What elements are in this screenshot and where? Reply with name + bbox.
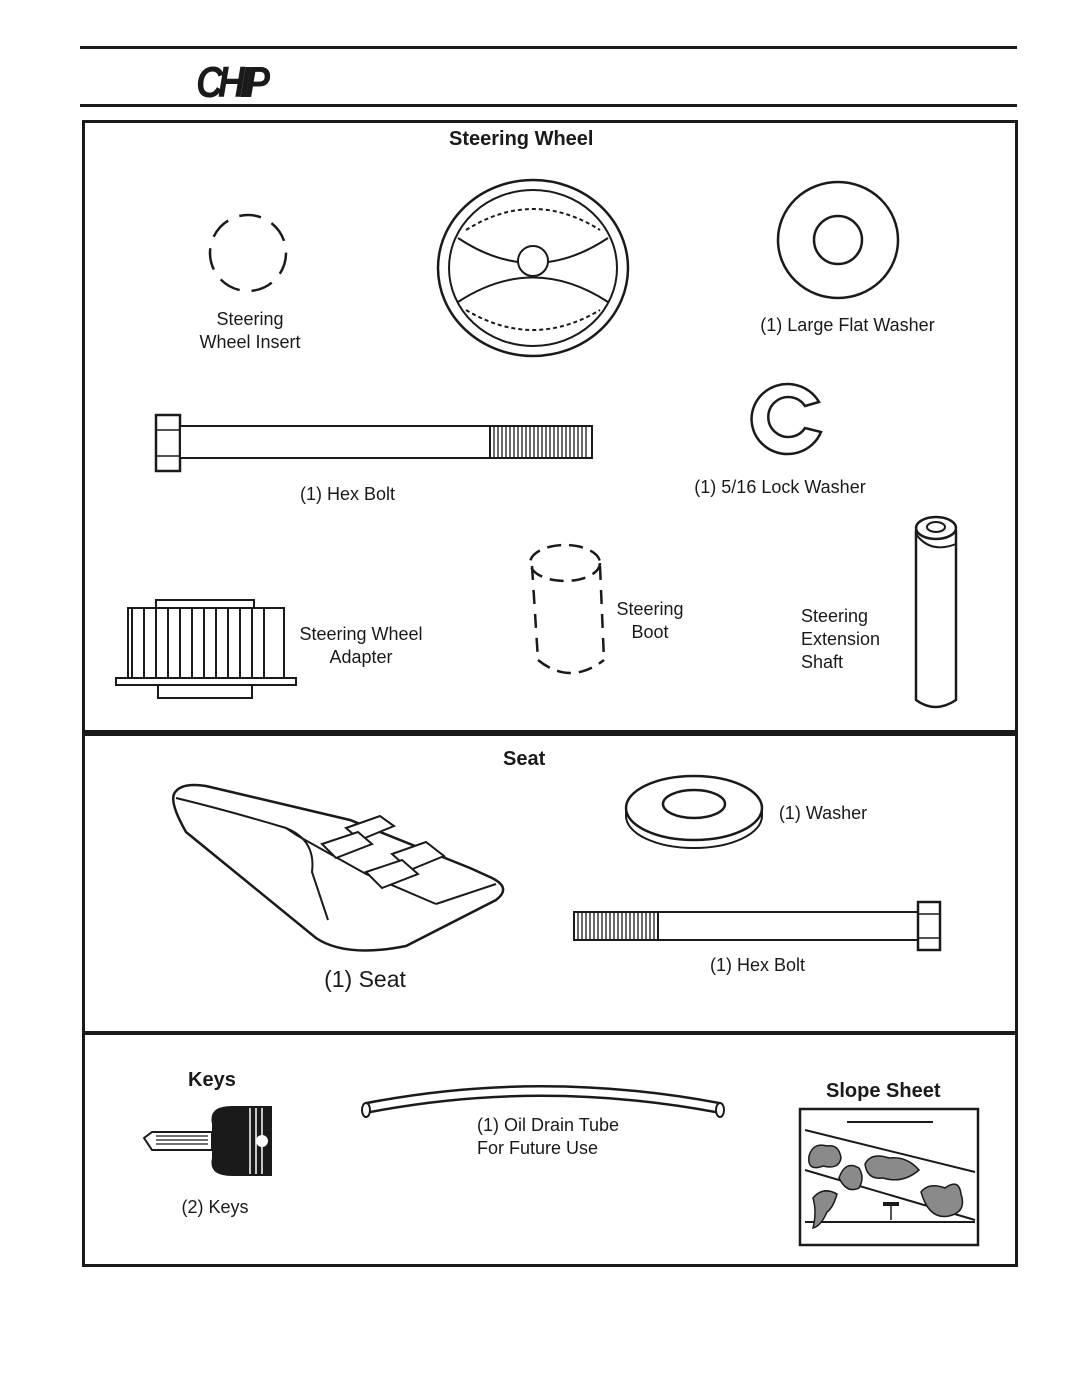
steering-wheel-adapter-label: Steering Wheel Adapter: [299, 624, 423, 667]
slope-sheet-illustration: [798, 1107, 980, 1247]
steering-hex-bolt-illustration: [154, 413, 593, 473]
steering-wheel-panel: [82, 120, 1018, 736]
large-flat-washer-label: (1) Large Flat Washer: [760, 315, 935, 335]
seat-washer-illustration: [624, 774, 764, 849]
key-illustration: [142, 1106, 272, 1176]
oil-drain-tube-illustration: [361, 1085, 725, 1118]
title-underline: [80, 104, 1017, 107]
steering-boot-label: Steering Boot: [616, 599, 684, 642]
steering-extension-shaft-label: Steering Extension Shaft: [801, 606, 881, 672]
seat-hex-bolt-label: (1) Hex Bolt: [709, 955, 806, 975]
steering-wheel-adapter-illustration: [115, 599, 297, 699]
top-rule: [80, 46, 1017, 49]
steering-extension-shaft-illustration: [914, 515, 958, 709]
steering-wheel-illustration: [436, 178, 630, 358]
slope-sheet-heading: Slope Sheet: [826, 1080, 941, 1102]
large-flat-washer-illustration: [776, 180, 900, 300]
seat-divider: [82, 730, 1016, 733]
misc-panel: [82, 1032, 1018, 1267]
lock-washer-label: (1) 5/16 Lock Washer: [694, 477, 866, 497]
steering-wheel-insert-label: Steering Wheel Insert: [199, 309, 301, 352]
seat-washer-label: (1) Washer: [778, 803, 868, 823]
seat-illustration: [172, 783, 505, 952]
seat-hex-bolt-illustration: [573, 900, 942, 952]
seat-heading: Seat: [503, 748, 546, 770]
steering-wheel-insert-illustration: [208, 213, 288, 293]
lock-washer-illustration: [750, 382, 823, 456]
keys-heading: Keys: [188, 1069, 236, 1091]
steering-boot-illustration: [528, 543, 606, 675]
steering-wheel-heading: Steering Wheel: [449, 128, 594, 150]
oil-drain-tube-label: (1) Oil Drain Tube For Future Use: [477, 1115, 620, 1158]
steering-hex-bolt-label: (1) Hex Bolt: [299, 484, 396, 504]
seat-label: (1) Seat: [324, 966, 406, 992]
misc-divider: [82, 1031, 1016, 1034]
section-title-glyph: CHIP: [196, 58, 270, 107]
keys-label: (2) Keys: [181, 1197, 249, 1217]
